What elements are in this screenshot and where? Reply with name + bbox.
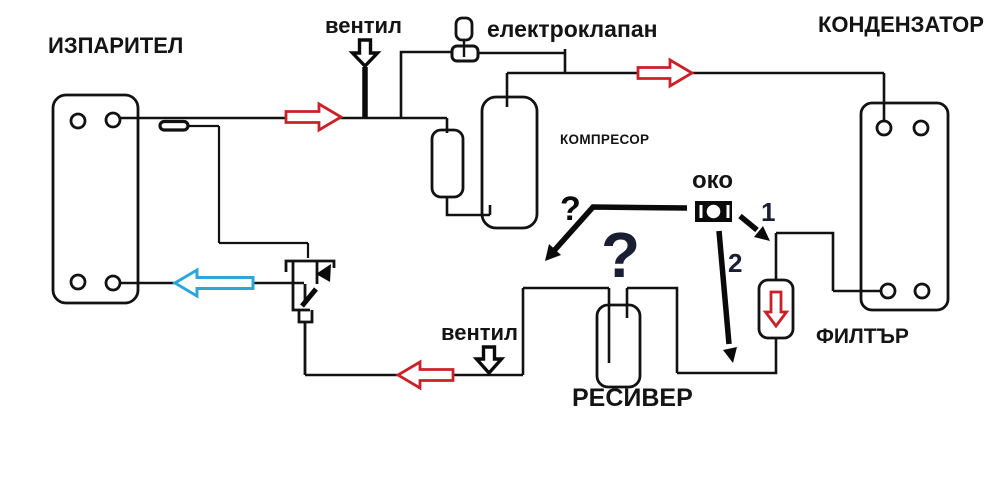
receiver: РЕСИВЕР [305, 286, 693, 412]
pointer-2-head [723, 347, 737, 363]
filter-to-receiver-pipe [625, 286, 778, 375]
evaporator-port-icon [69, 273, 87, 291]
pointer-arrow-question: ? [545, 190, 688, 261]
txv-adjust-arrow-head [316, 264, 331, 282]
receiver-body [595, 303, 642, 389]
condenser-body [859, 101, 950, 312]
marker-2: 2 [728, 248, 742, 278]
sensing-bulb-icon [158, 119, 190, 132]
evaporator-label: ИЗПАРИТЕЛ [48, 33, 183, 58]
filter-flow-arrow [762, 290, 790, 329]
valve-marker-arrow-icon [348, 38, 382, 69]
pointer-1-head [754, 226, 770, 241]
question-large: ? [601, 219, 640, 291]
flow-arrow-discharge [636, 57, 695, 89]
sight-glass-label: око [692, 167, 733, 194]
filter-drier: ФИЛТЪР [625, 231, 909, 375]
txv-body [291, 262, 319, 375]
discharge-pipe [505, 71, 886, 121]
solenoid-coil-icon [454, 16, 474, 42]
evaporator: ИЗПАРИТЕЛ [48, 33, 183, 305]
condenser-label: КОНДЕНЗАТОР [818, 12, 984, 37]
suction-line [120, 49, 567, 133]
filter-label: ФИЛТЪР [816, 325, 909, 348]
pointer-2-shaft [716, 230, 732, 345]
question-small: ? [560, 190, 581, 228]
sight-glass-icon-notch [699, 205, 703, 218]
solenoid-valve: електроклапан [450, 16, 658, 63]
evaporator-port-icon [69, 112, 87, 130]
compressor-accumulator-tank [430, 128, 465, 199]
sight-glass-icon-notch [726, 205, 730, 218]
expansion-valve [284, 259, 336, 375]
liquid-valve-label: вентил [441, 320, 518, 345]
evaporator-port-icon [104, 111, 122, 129]
txv-top-bar [284, 259, 336, 272]
marker-1: 1 [761, 197, 775, 227]
capillary-line [188, 124, 310, 258]
receiver-label: РЕСИВЕР [572, 384, 693, 412]
condenser-to-filter-pipe [774, 231, 881, 293]
suction-valve-marker: вентил [325, 13, 402, 117]
solenoid-bypass-pipe [399, 49, 567, 117]
flow-arrow-evaporator-inlet [172, 267, 255, 299]
txv-adjust-arrow-shaft [300, 287, 318, 308]
pointer-arrow-2: 2 [716, 230, 742, 363]
pointer-question-shaft [549, 204, 688, 255]
suction-valve-label: вентил [325, 13, 402, 38]
pointer-arrow-1: 1 [738, 197, 775, 241]
discharge-line [505, 71, 886, 121]
compressor-label: КОМПРЕСОР [560, 132, 649, 147]
solenoid-valve-label: електроклапан [487, 16, 658, 42]
sight-glass-lens [706, 204, 721, 219]
pointer-question-head [545, 244, 561, 261]
sight-glass: око [692, 167, 733, 222]
liquid-valve-marker: вентил [441, 320, 518, 376]
compressor: КОМПРЕСОР [430, 95, 649, 230]
pointer-1-shaft [738, 213, 759, 233]
condenser-port-icon [875, 119, 893, 137]
condenser-port-icon [912, 119, 930, 137]
sensing-bulb [158, 119, 310, 258]
flow-arrow-liquid [395, 359, 455, 391]
condenser-port-icon [879, 282, 897, 300]
evaporator-body [51, 93, 140, 305]
valve-marker-arrow-icon [472, 345, 506, 376]
condenser-port-icon [913, 282, 931, 300]
evaporator-port-icon [104, 274, 122, 292]
compressor-tank [480, 95, 539, 230]
flow-arrow-suction [284, 101, 344, 133]
compressor-suction-connection [445, 197, 492, 217]
condenser: КОНДЕНЗАТОР [818, 12, 984, 312]
